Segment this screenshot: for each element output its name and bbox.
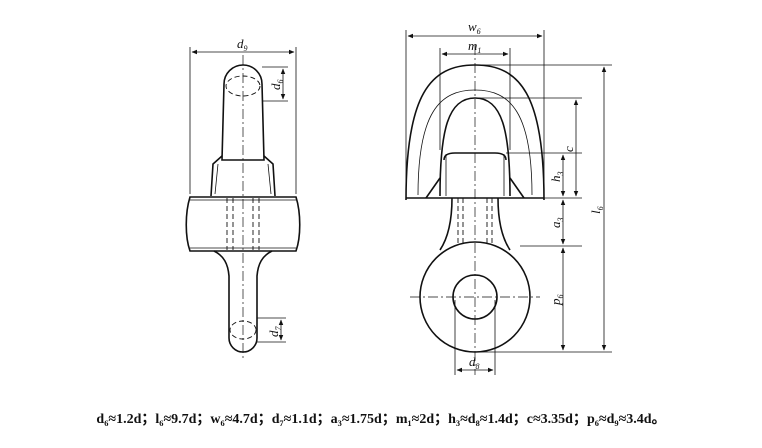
label-d9: d9: [237, 36, 248, 53]
lower-shank-outline: [213, 250, 273, 353]
label-d8: d8: [469, 354, 480, 371]
label-d7: d7: [266, 326, 283, 338]
bottom-hole-dashed: [229, 320, 257, 340]
label-c: c: [561, 146, 576, 152]
upper-shank-outline: [221, 64, 265, 161]
label-h3: h3: [548, 172, 565, 183]
neck: [439, 197, 511, 251]
shoulder-collar: [210, 155, 276, 197]
label-a3: a3: [548, 218, 565, 229]
label-m1: m1: [468, 38, 481, 55]
label-l6: l6: [588, 206, 605, 214]
left-view: d9 d6 d7: [185, 36, 301, 360]
eye-hole: [452, 274, 498, 320]
formula-text: d₆≈1.2d；l₆≈9.7d；w₆≈4.7d；d₇≈1.1d；a₃≈1.75d…: [96, 412, 666, 427]
label-d6: d6: [268, 80, 285, 91]
label-w6: w6: [468, 19, 481, 36]
top-hole-dashed: [225, 75, 261, 97]
bulb-body: [185, 196, 301, 252]
bushing-top: [443, 152, 507, 161]
label-p6: p6: [548, 295, 565, 307]
right-view: w6 m1 c h3 a3 p6 l6 d8: [405, 19, 612, 375]
